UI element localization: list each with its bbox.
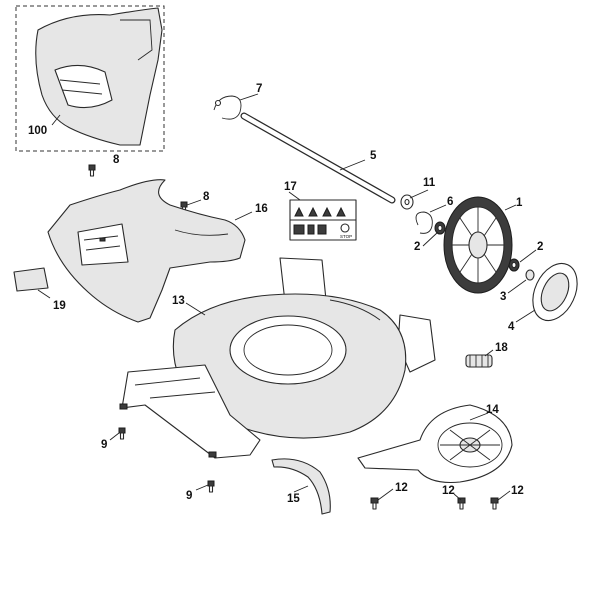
callout-2-right: 2 [537, 241, 543, 253]
callout-9-lower: 9 [186, 490, 192, 502]
part-12-screw-3 [490, 497, 499, 510]
callout-100: 100 [28, 125, 47, 137]
callout-2-left: 2 [414, 241, 420, 253]
callout-11: 11 [423, 177, 436, 189]
callout-7: 7 [256, 83, 262, 95]
callout-9-upper: 9 [101, 439, 107, 451]
callout-12-second: 12 [442, 485, 455, 497]
part-14-deflector [357, 404, 513, 484]
part-19-label [13, 267, 49, 292]
part-11-washer [400, 194, 414, 210]
part-12-screw-1 [370, 497, 379, 510]
callout-1: 1 [516, 197, 523, 209]
part-15-blade [271, 458, 331, 515]
part-3-bushing [525, 269, 535, 281]
callout-14: 14 [486, 404, 499, 416]
callout-17: 17 [284, 181, 297, 193]
part-7-clip [213, 95, 242, 120]
part-9-screw-upper [118, 427, 126, 440]
part-17-warning-decal: STOP [289, 199, 357, 241]
callout-12-first: 12 [395, 482, 408, 494]
callout-18: 18 [495, 342, 508, 354]
callout-5: 5 [370, 150, 377, 162]
part-6-clip [415, 211, 433, 234]
leader-lines [37, 93, 537, 501]
part-13-deck [119, 257, 436, 459]
decal-stop-text: STOP [340, 234, 352, 239]
callout-13: 13 [172, 295, 185, 307]
callout-19: 19 [53, 300, 66, 312]
callout-4: 4 [508, 321, 515, 333]
callout-8-upper: 8 [113, 154, 120, 166]
part-12-screw-2 [457, 497, 466, 510]
callout-3: 3 [500, 291, 506, 303]
callout-15: 15 [287, 493, 300, 505]
callout-16: 16 [255, 203, 268, 215]
part-100-rear-cover [15, 5, 165, 152]
part-5-axle-rod [240, 112, 396, 204]
part-1-wheel [443, 196, 513, 294]
part-16-main-cover [47, 179, 246, 323]
callout-6: 6 [447, 196, 453, 208]
part-8-screw-upper [88, 164, 96, 177]
part-9-screw-lower [207, 480, 215, 493]
part-2-nut-left [434, 221, 446, 235]
callout-labels: 100 8 7 5 17 8 16 11 1 6 2 2 3 4 13 19 1… [28, 83, 543, 505]
part-18-sleeve [465, 354, 493, 368]
callout-8-middle: 8 [203, 191, 210, 203]
part-4-hubcap [532, 262, 578, 322]
callout-12-third: 12 [511, 485, 524, 497]
